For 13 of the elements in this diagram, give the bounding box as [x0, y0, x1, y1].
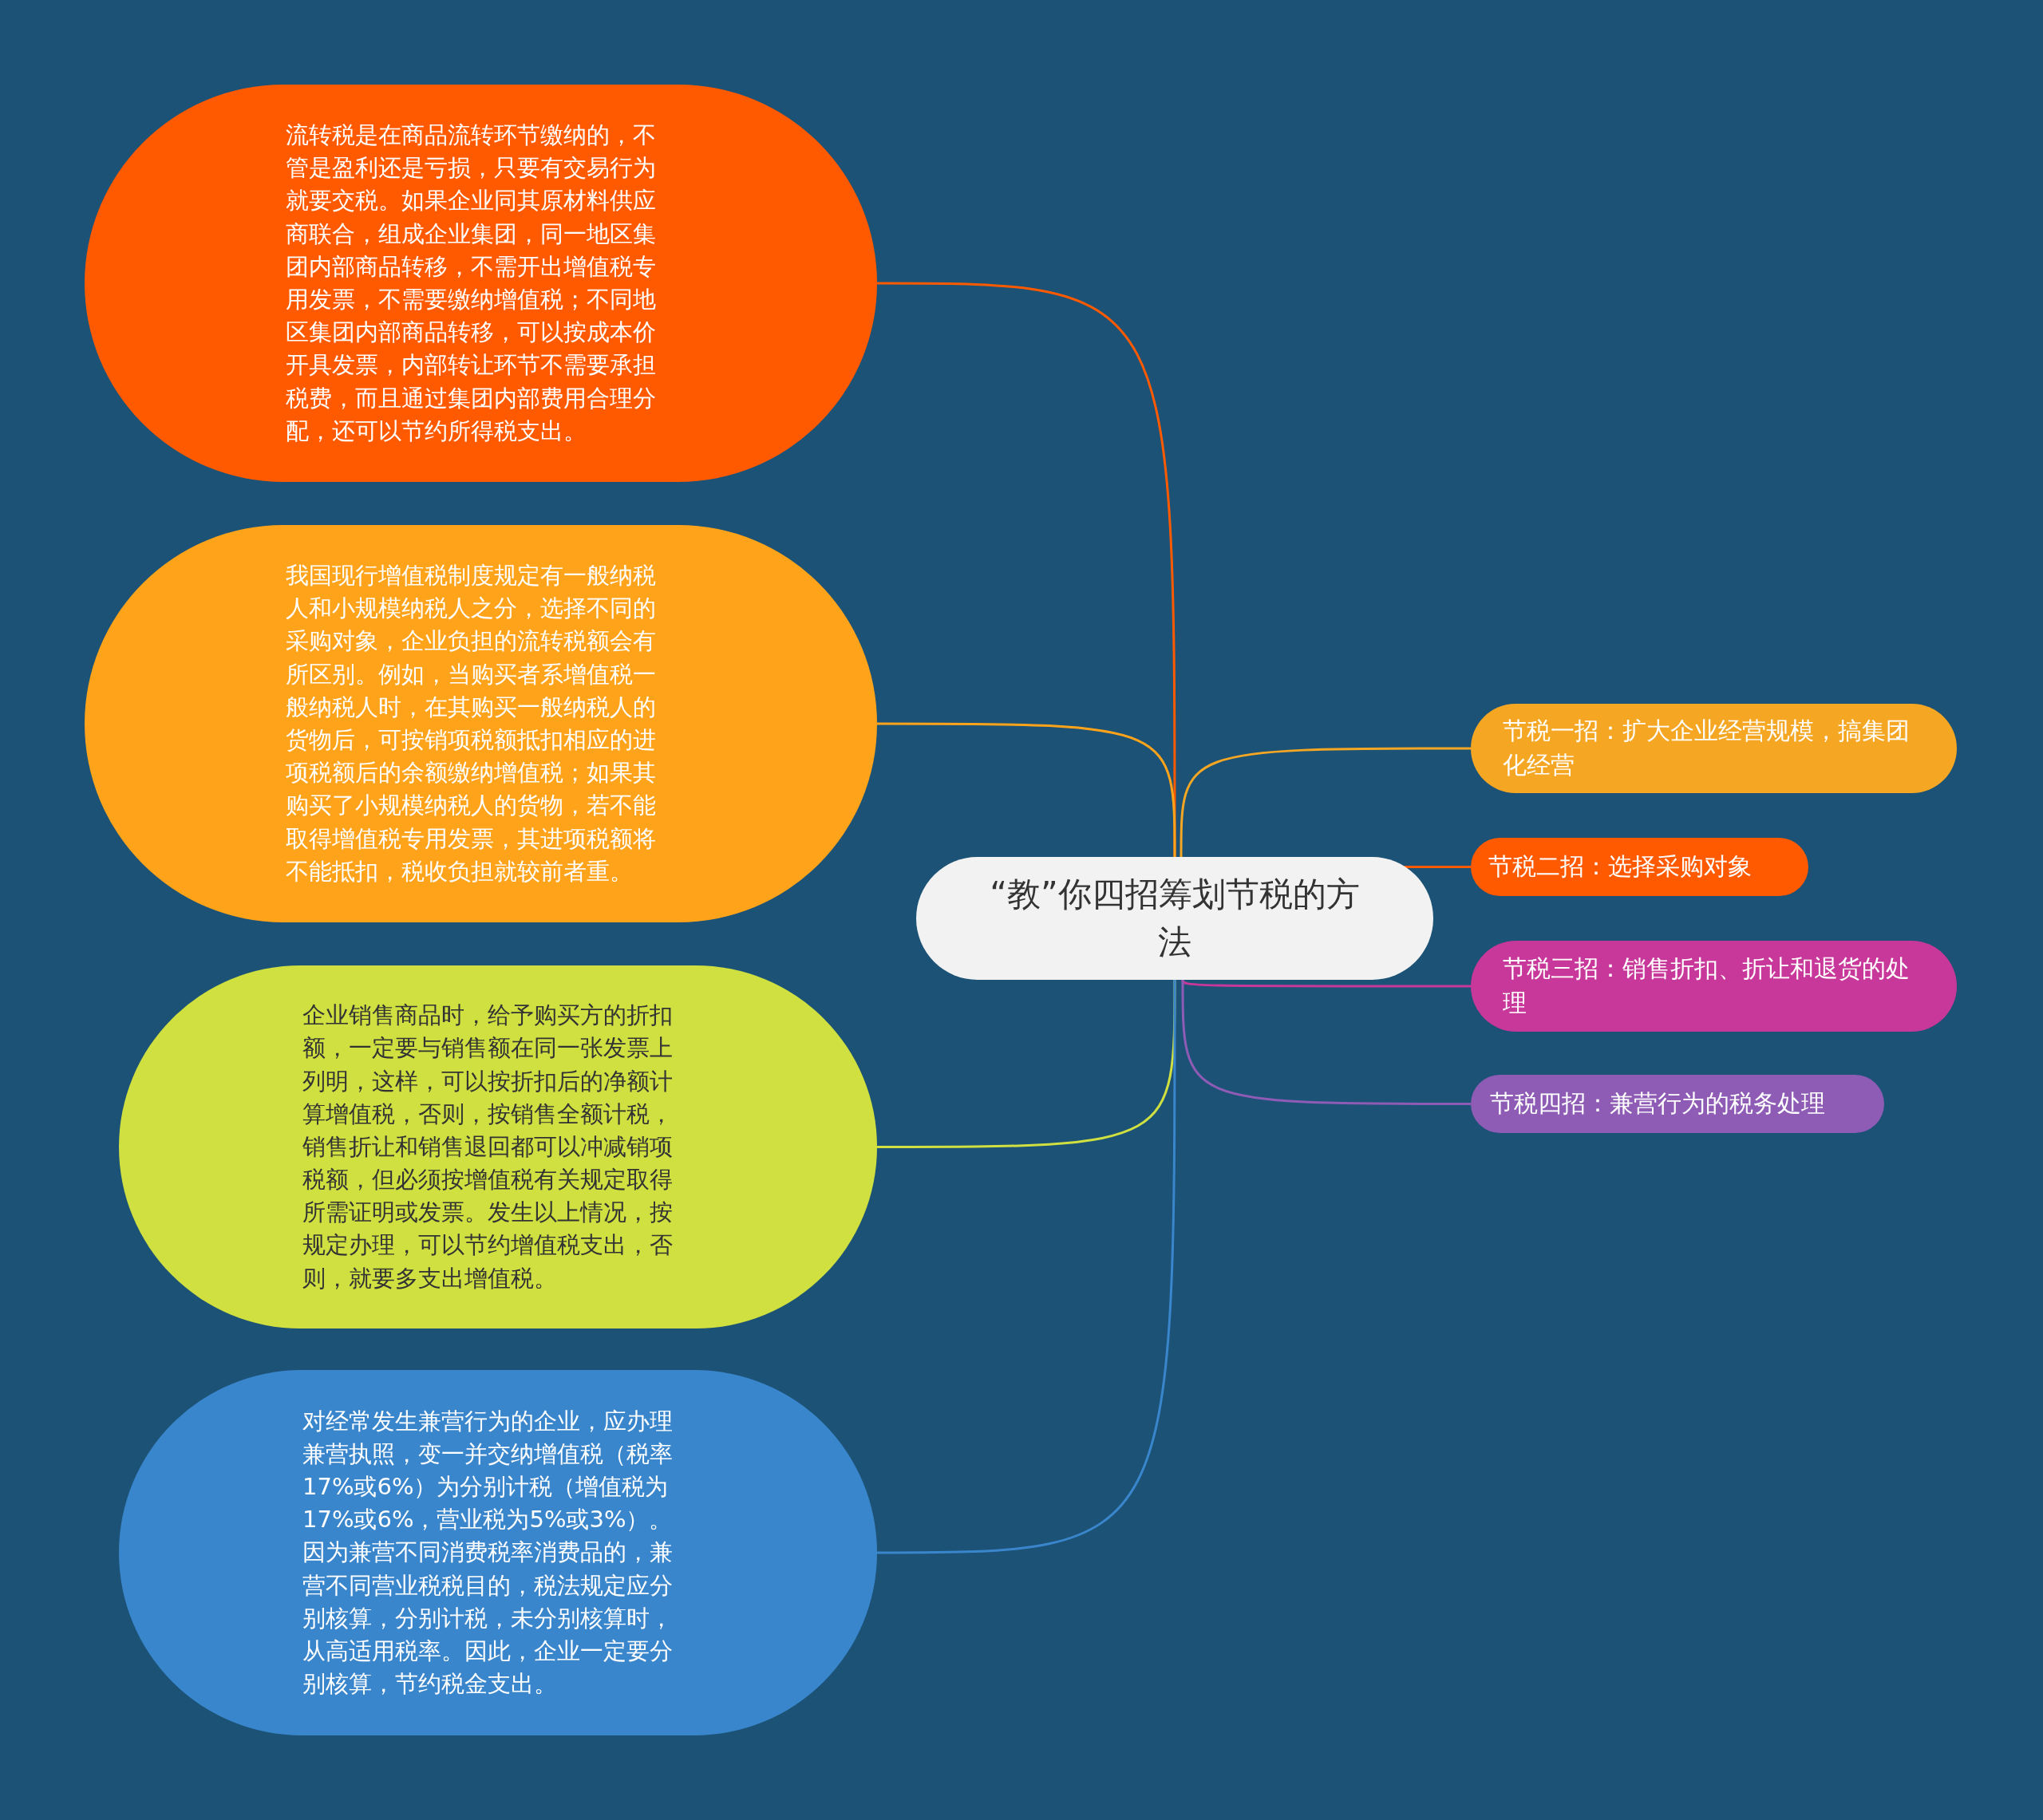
connector-line — [877, 722, 1176, 857]
node-text: 节税一招：扩大企业经营规模，搞集团化经营 — [1502, 716, 1911, 780]
connector-line — [877, 980, 1176, 1554]
node-text: 节税三招：销售折扣、折让和退货的处理 — [1502, 953, 1911, 1018]
node-text: 我国现行增值税制度规定有一般纳税人和小规模纳税人之分，选择不同的采购对象，企业负担的流转税额会有所区别。例如，当购买者系增值税一般纳税人时，在其购买一般纳税人的货物后，可按销项税额抵扣相应的进项税额后的余额缴纳增值税；如果其购买了小规模纳税人的货物，若不能取得增值税专用发票，其进项税额将不能抵扣，税收负担就较前者重。 — [285, 561, 657, 886]
node-text: 节税四招：兼营行为的税务处理 — [1490, 1088, 1826, 1119]
node-text: 流转税是在商品流转环节缴纳的，不管是盈利还是亏损，只要有交易行为就要交税。如果企业同其原材料供应商联合，组成企业集团，同一地区集团内部商品转移，不需开出增值税专用发票，不需要缴纳增值税；不同地区集团内部商品转移，可以按成本价开具发票，内部转让环节不需要承担税费，而且通过集团内部费用合理分配，还可以节约所得税支出。 — [285, 120, 657, 446]
connector-line — [1180, 747, 1471, 857]
node-text: 企业销售商品时，给予购买方的折扣额，一定要与销售额在同一张发票上列明，这样，可以按折扣后的净额计算增值税，否则，按销售全额计税，销售折让和销售退回都可以冲减销项税额，但必须按增值税有关规定取得所需证明或发票。发生以上情况，按规定办理，可以节约增值税支出，否则，就要多支出增值税。 — [302, 1001, 674, 1293]
node-text: “教”你四招筹划节税的方法 — [989, 874, 1361, 963]
node-text: 对经常发生兼营行为的企业，应办理兼营执照，变一并交纳增值税（税率17%或6%）为分别计税（增值税为17%或6%，营业税为5%或3%）。因为兼营不同消费税率消费品的，兼营不同营业税税目的，税法规定应分别核算，分别计税，未分别核算时，从高适用税率。因此，企业一定要分别核算，节约税金支出。 — [302, 1406, 674, 1700]
node-text: 节税二招：选择采购对象 — [1488, 851, 1753, 882]
connector-line — [1181, 980, 1471, 1105]
